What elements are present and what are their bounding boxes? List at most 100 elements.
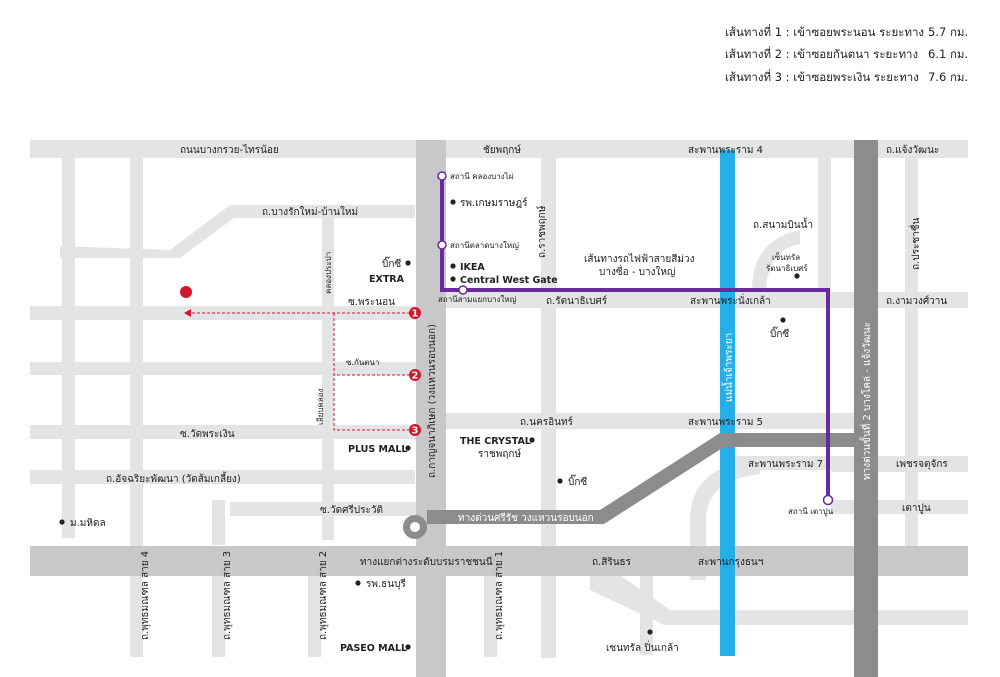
road-atchariya [30,470,415,484]
label-liap-khlong: เลียบคลอง [316,389,325,425]
legend-route-3: เส้นทางที่ 3 : เข้าซอยพระเงิน ระยะทาง [725,69,919,84]
route-markers: 1 2 3 [409,307,421,437]
label-rattanathibet: ถ.รัตนาธิเบศร์ [546,295,608,307]
label-bangkruai-sainoi: ถนนบางกรวย-ไทรน้อย [180,144,279,156]
main-roads [30,140,968,677]
place-bigc-extra-2: EXTRA [369,274,405,285]
route-arrow-icon [184,309,191,317]
label-pracharat: ถ.ประชาชื่น [908,217,922,270]
route-3-path [333,375,410,431]
label-purple-line-2: บางซื่อ - บางใหญ่ [599,264,675,278]
label-bangrak-banmai: ถ.บางรักใหม่-บ้านใหม่ [262,206,358,218]
place-plus-mall: PLUS MALL [348,444,407,455]
route-marker-3-label: 3 [412,426,419,437]
label-phutthamonthon2: ถ.พุทธมณฑล สาย 2 [318,551,329,640]
road-left-vertical-2 [130,158,143,548]
place-bigc-bottom: บิ๊กซี [568,474,587,488]
station-taopoon-marker [822,494,834,506]
expressways [446,140,878,677]
label-phutthamonthon3: ถ.พุทธมณฑล สาย 3 [222,551,233,640]
interchange-icon [403,510,447,539]
label-soi-kantana: ซ.กันตนา [346,358,379,367]
legend-route-2: เส้นทางที่ 2 : เข้าซอยกันตนา ระยะทาง [725,46,918,61]
road-phutthamonthon3 [212,575,225,657]
route-legend: เส้นทางที่ 1 : เข้าซอยพระนอน ระยะทาง 5.7… [725,24,968,84]
place-central-pinklao: เซนทรัล ปิ่นเกล้า [606,640,679,654]
place-mahidol: ม.มหิดล [70,518,106,529]
label-ratchaphruek: ถ.ราชพฤกษ์ [536,205,548,258]
station-labels: สถานี คลองบางไผ่ สถานีตลาดบางใหญ่ สถานีส… [438,172,834,517]
road-borommaratchachonnani [30,546,968,576]
road-rattanathibet [446,292,968,308]
place-ratchaphruek-text: ราชพฤกษ์ [478,448,521,460]
label-kanchanaphisek: ถ.กาญจนาภิเษก (วงแหวนรอบนอก) [427,324,438,478]
route-marker-2-label: 2 [412,371,419,382]
place-central-west-gate: Central West Gate [460,275,558,286]
road-curve-sanambinnam [752,230,800,290]
label-purple-line-1: เส้นทางรถไฟฟ้าสายสีม่วง [584,253,695,265]
road-phutthamonthon1 [484,575,497,657]
label-chao-phraya: แม่น้ำเจ้าพระยา [721,333,735,402]
place-kasemrad: รพ.เกษมราษฎร์ [460,197,528,209]
label-si-rat-outer: ทางด่วนศรีรัช วงแหวนรอบนอก [458,512,594,524]
label-khlong-prapa: คลองประปา [324,252,333,294]
label-chaiyaphruek: ชัยพฤกษ์ [483,144,521,156]
label-sanambinnam: ถ.สนามบินน้ำ [753,217,813,231]
destination-marker-icon [180,286,192,298]
purple-line [437,171,834,506]
place-paseo-mall: PASEO MALL [340,643,407,654]
place-the-crystal: THE CRYSTAL [460,436,531,447]
road-ratchaphruek [541,158,556,658]
route-marker-1-label: 1 [412,309,419,320]
label-ngamwongwan: ถ.งามวงศ์วาน [886,295,947,307]
road-bangrak-banmai [60,205,415,258]
label-krungthon-bridge: สะพานกรุงธนฯ [698,557,763,568]
label-chaengwattana: ถ.แจ้งวัฒนะ [886,144,939,156]
road-soi-kantana [30,362,416,375]
place-ikea: IKEA [460,262,485,273]
route-marker-3 [409,424,421,436]
label-phra-nangklao: สะพานพระนั่งเกล้า [690,293,771,307]
road-phutthamonthon2 [308,575,321,657]
station-khlong-bang-phai-marker [437,171,447,181]
label-soi-wat-siprawat: ซ.วัดศรีประวัติ [320,504,383,516]
road-central-pinklao [640,575,653,655]
route-marker-1 [409,307,421,319]
label-station-yaek-bang-yai: สถานีสามแยกบางใหญ่ [438,295,517,304]
label-taopoon: เตาปูน [902,503,931,514]
label-rama4-bridge: สะพานพระราม 4 [688,145,763,156]
road-nakhon-in [446,413,854,429]
label-phutthamonthon1: ถ.พุทธมณฑล สาย 1 [494,551,505,640]
label-phutthamonthon4: ถ.พุทธมณฑล สาย 4 [140,551,151,640]
place-central-rattana-1: เซ็นทรัล [772,252,800,262]
road-soi-wat-phra-ngoen [30,425,416,439]
label-rama5-bridge: สะพานพระราม 5 [688,417,763,428]
label-station-taopoon: สถานี เตาปูน [788,507,834,517]
station-yaek-bang-yai-marker [458,285,468,295]
place-bigc-right: บิ๊กซี [770,326,789,340]
road-soi-wat-siprawat [230,502,416,516]
label-sirindhorn: ถ.สิรินธร [592,557,632,568]
label-tetchatuchak: เพชรจตุจักร [896,459,948,470]
label-station-khlong-bang-phai: สถานี คลองบางไผ่ [450,172,514,181]
place-bigc-extra-1: บิ๊กซี [382,256,401,270]
routes [188,312,410,431]
route-marker-2 [409,369,421,381]
label-nakhon-in: ถ.นครอินทร์ [520,416,574,428]
expressway-2 [854,140,878,677]
places: รพ.เกษมราษฎร์ IKEA Central West Gate บิ๊… [59,197,808,654]
road-curve-rama7 [690,460,760,580]
road-left-vertical-3 [212,500,225,545]
road-centre-right-vertical [818,158,831,298]
chao-phraya-river [720,150,735,656]
label-station-talat-bang-yai: สถานีตลาดบางใหญ่ [450,241,519,250]
legend-route-2-distance: 6.1 กม. [928,47,968,61]
label-borommaratchachonnani: ทางแยกต่างระดับบรมราชชนนี [360,556,493,568]
legend-route-1: เส้นทางที่ 1 : เข้าซอยพระนอน ระยะทาง [725,24,924,39]
road-taopoon [831,500,968,514]
label-soi-wat-phra-ngoen: ซ.วัดพระเงิน [180,429,235,440]
label-expressway2: ทางด่วนขั้นที่ 2 บางโคล่ - แจ้งวัฒนะ [859,322,873,480]
place-thonburi-hospital: รพ.ธนบุรี [366,578,406,590]
label-rama7-bridge: สะพานพระราม 7 [748,459,823,470]
